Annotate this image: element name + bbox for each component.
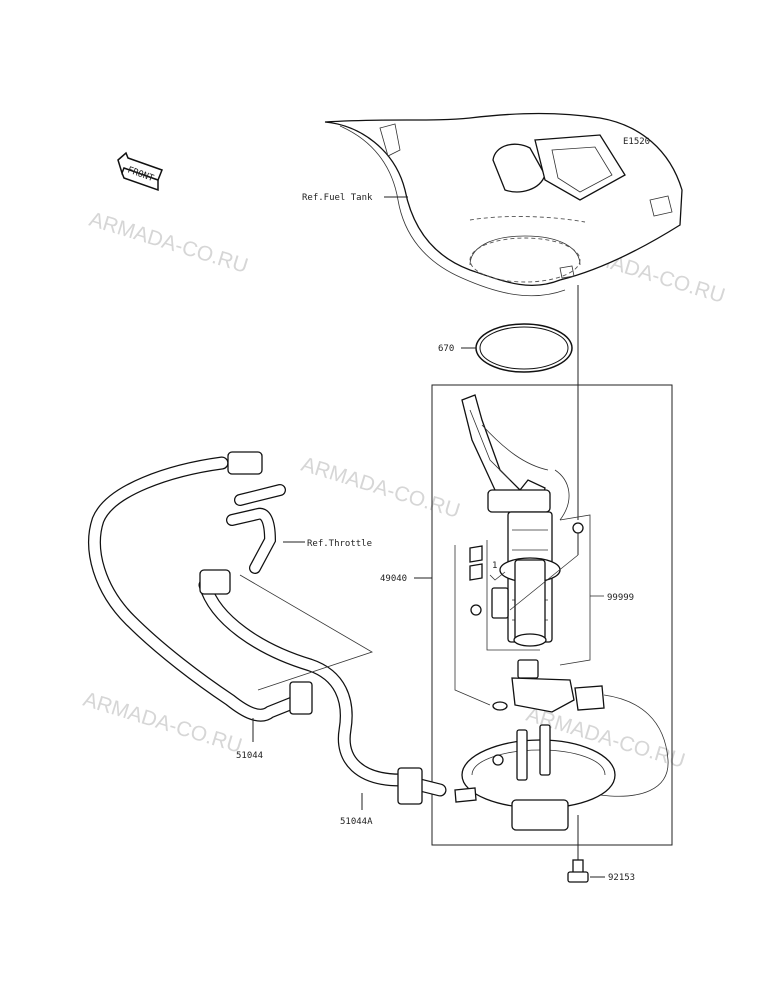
pump-base	[454, 724, 616, 831]
part-label-1: 1	[492, 561, 497, 571]
assembly-frame-49040: 49040	[380, 384, 673, 846]
part-label-49040: 49040	[380, 574, 407, 584]
front-arrow-icon: FRONT	[117, 151, 163, 192]
part-label-99999: 99999	[607, 593, 634, 603]
ref-throttle-label: Ref.Throttle	[307, 539, 372, 549]
part-label-92153: 92153	[608, 873, 635, 883]
fuel-pump: 1	[454, 394, 570, 706]
ref-fuel-tank-label: Ref.Fuel Tank	[302, 193, 373, 203]
o-ring-670: 670	[438, 323, 573, 373]
watermarks: ARMADA-CO.RU ARMADA-CO.RU ARMADA-CO.RU A…	[81, 208, 728, 773]
screws-99999: 99999	[509, 514, 634, 666]
throttle-joint: Ref.Throttle	[226, 484, 372, 574]
bolt-92153: 92153	[567, 815, 635, 883]
part-label-670: 670	[438, 344, 454, 354]
part-label-51044a: 51044A	[340, 817, 373, 827]
diagram-code: E1520	[623, 137, 650, 147]
part-label-51044: 51044	[236, 751, 263, 761]
fuel-tank: E1520 Ref.Fuel Tank	[302, 112, 683, 297]
watermark-3: ARMADA-CO.RU	[299, 453, 463, 523]
watermark-1: ARMADA-CO.RU	[87, 208, 251, 278]
hose-51044: 51044	[88, 451, 313, 761]
fuel-filter	[492, 659, 669, 797]
hose-51044a: 51044A	[198, 569, 447, 827]
